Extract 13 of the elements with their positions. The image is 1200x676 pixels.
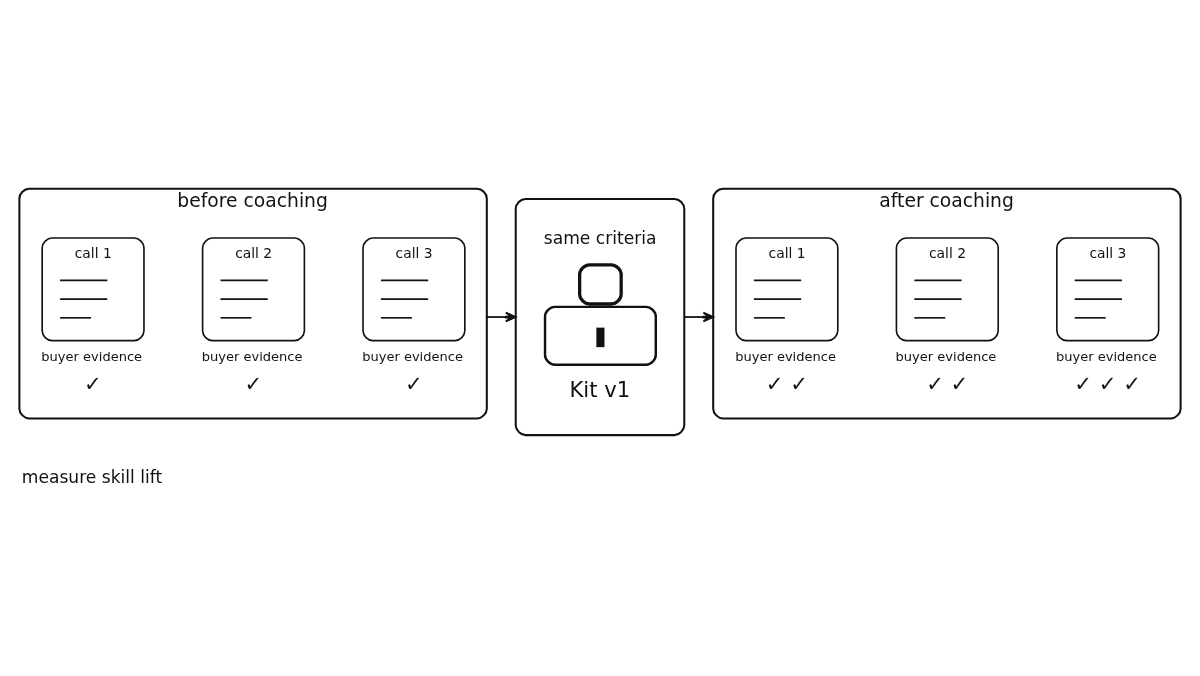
node-label: buyer evidence bbox=[1056, 348, 1157, 364]
node-label: buyer evidence bbox=[362, 348, 463, 364]
node-label: ✓ bbox=[244, 370, 263, 396]
node-label: buyer evidence bbox=[201, 348, 303, 364]
node-label: ✓ ✓ bbox=[926, 370, 969, 396]
label: measure skill lift bbox=[21, 467, 163, 488]
node-label: buyer evidence bbox=[735, 348, 836, 364]
node-label: ✓ bbox=[84, 370, 102, 396]
node-label: ✓ ✓ ✓ bbox=[1074, 370, 1141, 396]
node-label: buyer evidence bbox=[41, 348, 143, 364]
node-label: buyer evidence bbox=[895, 348, 997, 364]
node-label: ✓ ✓ bbox=[765, 370, 808, 396]
node-label: ✓ bbox=[404, 370, 423, 396]
